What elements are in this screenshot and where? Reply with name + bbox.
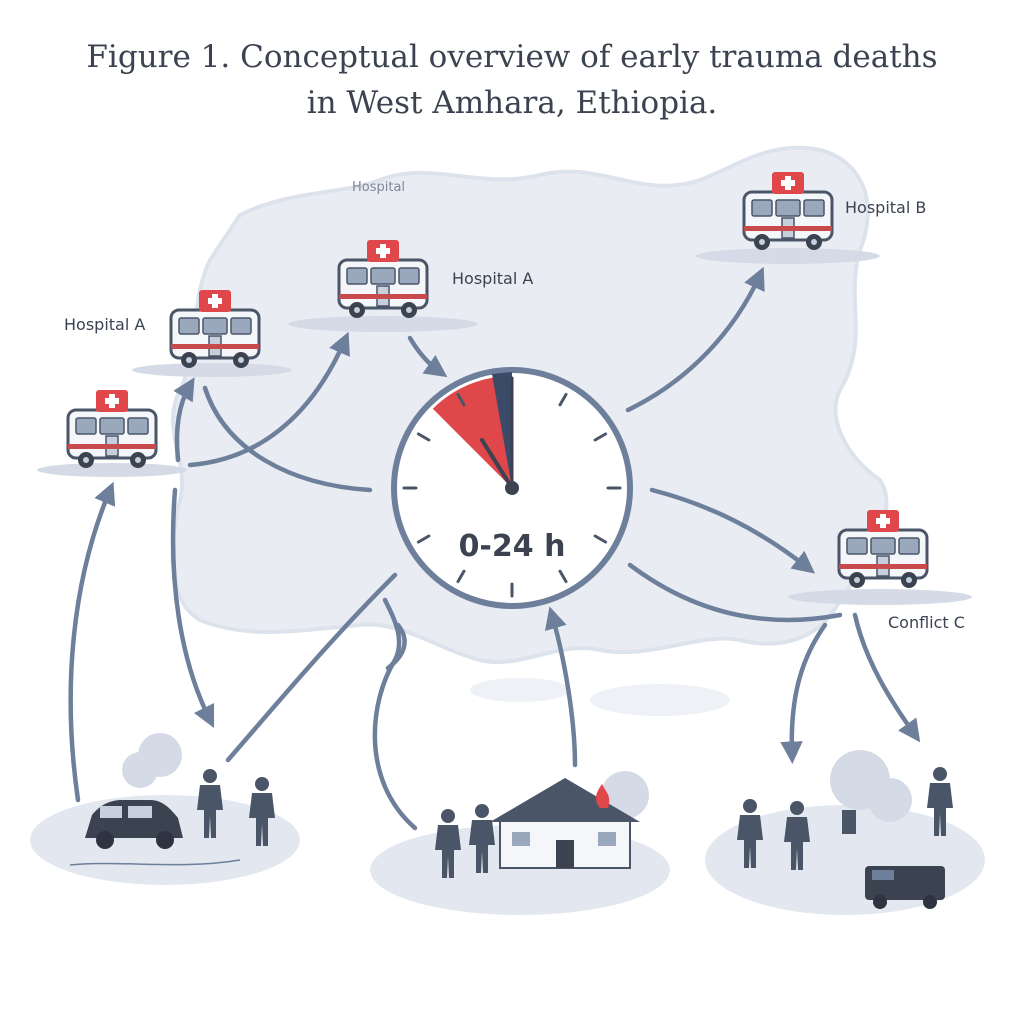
scene-house-attack xyxy=(370,771,670,915)
arrow-clock-to-hospital-b xyxy=(625,266,765,413)
clock-tick xyxy=(456,569,466,584)
hospital-label: Hospital A xyxy=(452,269,533,288)
clock-tick xyxy=(456,392,466,407)
title-line-2: in West Amhara, Ethiopia. xyxy=(306,85,718,121)
arrow-conflict-down-left xyxy=(780,622,828,764)
arrow-scene-to-hospital xyxy=(225,572,398,763)
arrow-hospital-a-to-clock xyxy=(202,385,373,493)
arrow-conflict-down-right xyxy=(852,612,921,743)
hospital-right-top: Hospital B xyxy=(696,170,926,264)
clock-tick xyxy=(416,432,431,442)
hospital-right-mid: Conflict C xyxy=(788,508,972,632)
clock-tick xyxy=(593,432,608,442)
arrow-hospital-a-loop xyxy=(187,331,350,468)
arrow-clock-to-conflict xyxy=(627,562,843,623)
clock-hand xyxy=(480,438,514,490)
car-icon xyxy=(85,800,183,849)
clock-tick xyxy=(558,392,568,407)
arrow-house-twist xyxy=(385,622,407,671)
clock-highlight-edge xyxy=(492,372,512,488)
map-splash xyxy=(470,678,570,702)
clock: 0-24 h xyxy=(391,367,633,609)
arrow-house-to-clock xyxy=(544,606,578,768)
fire-icon xyxy=(596,784,610,808)
clock-center xyxy=(505,481,519,495)
arrow-clock-to-hospital-c xyxy=(649,487,816,574)
house-icon xyxy=(490,778,640,869)
map-splash xyxy=(590,684,730,716)
hospital-label: Conflict C xyxy=(888,613,965,632)
clock-label: 0-24 h xyxy=(459,529,566,564)
arrow-hospital-to-car xyxy=(170,487,215,729)
ambulance-left-lower xyxy=(37,388,187,477)
figure-title: Figure 1. Conceptual overview of early t… xyxy=(0,34,1024,126)
hospital-label: Hospital B xyxy=(845,198,926,217)
burnt-vehicle-icon xyxy=(865,866,945,909)
hospital-label: Hospital A xyxy=(64,315,145,334)
scene-road-accident xyxy=(30,733,300,885)
hospital-left-upper: Hospital A xyxy=(64,288,292,377)
hospital-center-top: Hospital A xyxy=(288,238,533,332)
arrow-hospital-a-up xyxy=(173,377,195,463)
arrow-car-to-hospital xyxy=(68,481,116,803)
arrow-house-loop xyxy=(372,597,418,831)
clock-tick xyxy=(558,569,568,584)
map-label: Hospital xyxy=(352,180,405,195)
arrow-hospital-to-clock xyxy=(407,335,448,378)
clock-tick xyxy=(593,534,608,544)
scene-conflict xyxy=(705,750,985,915)
clock-tick xyxy=(416,534,431,544)
title-line-1: Figure 1. Conceptual overview of early t… xyxy=(86,39,938,75)
flow-arrows xyxy=(68,266,921,831)
